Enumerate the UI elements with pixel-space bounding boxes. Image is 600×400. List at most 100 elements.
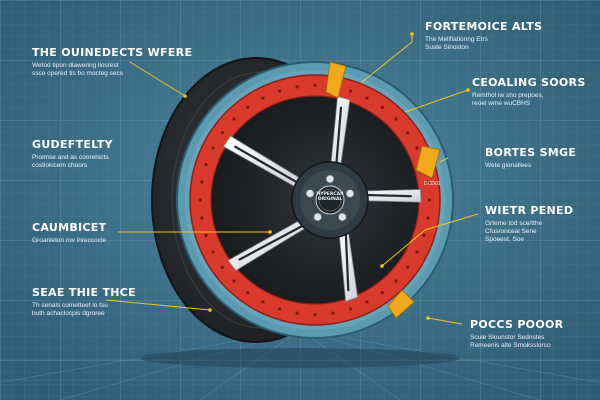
label-left-title: CAUMBICET — [32, 221, 107, 234]
label-mid-left-title: GUDEFTELTY — [32, 138, 113, 151]
rivet-hole-icon — [232, 117, 236, 121]
rivet-hole-icon — [211, 250, 215, 254]
rivet-hole-icon — [394, 279, 398, 283]
label-right-line-3: Spoeest. Soe — [485, 236, 525, 243]
label-middle-right-line-1: Wete gionallees — [485, 162, 532, 169]
label-mid-left-line-1: Proimse and as coorehicts — [32, 154, 109, 161]
center-cap-icon — [315, 185, 345, 215]
label-bottom-left-line-1: Th senals cometteet lo tsu — [32, 302, 108, 309]
accent-block-top — [325, 61, 347, 99]
label-right-line-2: Cfusronceal Sene — [485, 228, 537, 235]
leader-upper-right — [404, 89, 469, 113]
label-top-right: FORTEMOICE ALTS The Mellfiationng Etrs S… — [425, 20, 542, 52]
center-cap-label: HYPERCAR ORIGINAL — [312, 192, 348, 202]
rivet-hole-icon — [246, 291, 250, 295]
rivet-hole-icon — [426, 216, 430, 220]
label-bottom-right-title: POCCS POOOR — [470, 318, 564, 331]
rivet-hole-icon — [331, 311, 335, 315]
label-top-right-title: FORTEMOICE ALTS — [425, 20, 543, 33]
label-left-line-1: Groanleton rov ihreccocte — [32, 237, 107, 244]
rivet-hole-icon — [200, 180, 204, 184]
rivet-hole-icon — [278, 89, 282, 93]
rivet-hole-icon — [220, 265, 224, 269]
label-bottom-right-line-1: Scule Slounstor Sednstes — [470, 334, 545, 341]
lug-nut-icon — [313, 212, 323, 222]
lug-nut-icon — [345, 189, 355, 198]
lug-nut-icon — [337, 212, 347, 222]
label-top-left-line-1: Wetod tipon dlawering liosrest — [32, 62, 119, 69]
rivet-hole-icon — [380, 105, 384, 109]
spoke-groove-2 — [364, 193, 412, 198]
label-bottom-right: POCCS POOOR Scule Slounstor Sednstes Rem… — [470, 318, 563, 350]
wheel-shadow — [140, 348, 460, 368]
rivet-hole-icon — [278, 307, 282, 311]
label-upper-right-line-1: Remthol iw sho prepoes, — [472, 92, 544, 99]
accent-block-right — [415, 145, 441, 179]
label-top-left: THE OUINEDECTS WFERE Wetod tipon dlaweri… — [32, 46, 192, 78]
accent-block-bottom — [387, 289, 415, 319]
rivet-hole-icon — [232, 279, 236, 283]
rivet-hole-icon — [204, 163, 208, 167]
spoke-groove-4 — [238, 223, 306, 261]
rivet-holes — [198, 83, 432, 317]
rivet-hole-icon — [295, 311, 299, 315]
rivet-hole-icon — [261, 300, 265, 304]
label-upper-right-line-2: reoel wme wuCBHS — [472, 100, 531, 107]
leader-bottom-right — [427, 317, 463, 325]
rivet-hole-icon — [427, 198, 432, 202]
rivet-hole-icon — [348, 307, 352, 311]
label-middle-right: BORTES SMGE Wete gionallees — [485, 146, 576, 170]
leader-right — [381, 213, 479, 267]
rivet-hole-icon — [380, 291, 384, 295]
spokes — [222, 95, 422, 303]
rivet-hole-icon — [426, 180, 430, 184]
rivet-hole-icon — [406, 265, 410, 269]
center-cap-ring — [318, 188, 342, 212]
rim-tag: DCD01 — [424, 181, 441, 187]
rivet-hole-icon — [348, 89, 352, 93]
rivet-hole-icon — [246, 105, 250, 109]
label-left: CAUMBICET Groanleton rov ihreccocte — [32, 221, 106, 245]
lug-nuts — [305, 174, 355, 222]
leader-bottom-left — [105, 299, 211, 311]
label-bottom-left: SEAE THIE THCE Th senals cometteet lo ts… — [32, 286, 136, 318]
label-mid-left: GUDEFTELTY Proimse and as coorehicts cos… — [32, 138, 113, 170]
lug-nut-icon — [325, 174, 335, 184]
label-right: WIETR PENED Grteme tod sce/tthe Cfusronc… — [485, 204, 573, 244]
rivet-hole-icon — [200, 216, 204, 220]
leader-middle-right — [439, 157, 449, 163]
label-right-title: WIETR PENED — [485, 204, 574, 217]
spoke-groove-5 — [234, 145, 300, 185]
leader-top-left — [129, 61, 186, 97]
rivet-hole-icon — [394, 117, 398, 121]
leader-top-right — [361, 34, 413, 83]
leader-lines — [105, 34, 479, 325]
label-top-left-line-2: ssce opered tis bo mocteg secs — [32, 70, 124, 77]
rivet-hole-icon — [211, 146, 215, 150]
label-top-right-line-2: Suste Sinoston — [425, 44, 469, 51]
rivet-hole-icon — [220, 131, 224, 135]
rivet-hole-icon — [422, 233, 426, 237]
label-right-line-1: Grteme tod sce/tthe — [485, 220, 543, 227]
center-cap-line-1: HYPERCAR — [316, 192, 344, 197]
rivet-hole-icon — [415, 146, 419, 150]
label-middle-right-title: BORTES SMGE — [485, 146, 577, 159]
label-bottom-right-line-2: Remeenis alte Smoksslorco — [470, 342, 551, 349]
label-upper-right-title: CEOALING SOORS — [472, 76, 586, 89]
center-cap-line-2: ORIGINAL — [317, 197, 343, 202]
label-top-left-title: THE OUINEDECTS WFERE — [32, 46, 193, 59]
label-upper-right: CEOALING SOORS Remthol iw sho prepoes, r… — [472, 76, 586, 108]
spoke-groove-1 — [335, 106, 343, 166]
spoke-groove-3 — [344, 231, 350, 292]
rivet-hole-icon — [295, 85, 299, 89]
label-bottom-left-line-2: buth achaclocpis dgroree — [32, 310, 105, 317]
rivet-hole-icon — [204, 233, 208, 237]
rivet-hole-icon — [406, 131, 410, 135]
rivet-hole-icon — [198, 198, 203, 202]
lug-nut-icon — [305, 189, 315, 198]
label-bottom-left-title: SEAE THIE THCE — [32, 286, 136, 299]
label-top-right-line-1: The Mellfiationng Etrs — [425, 36, 488, 43]
label-mid-left-line-2: costiokicem choors — [32, 162, 88, 169]
